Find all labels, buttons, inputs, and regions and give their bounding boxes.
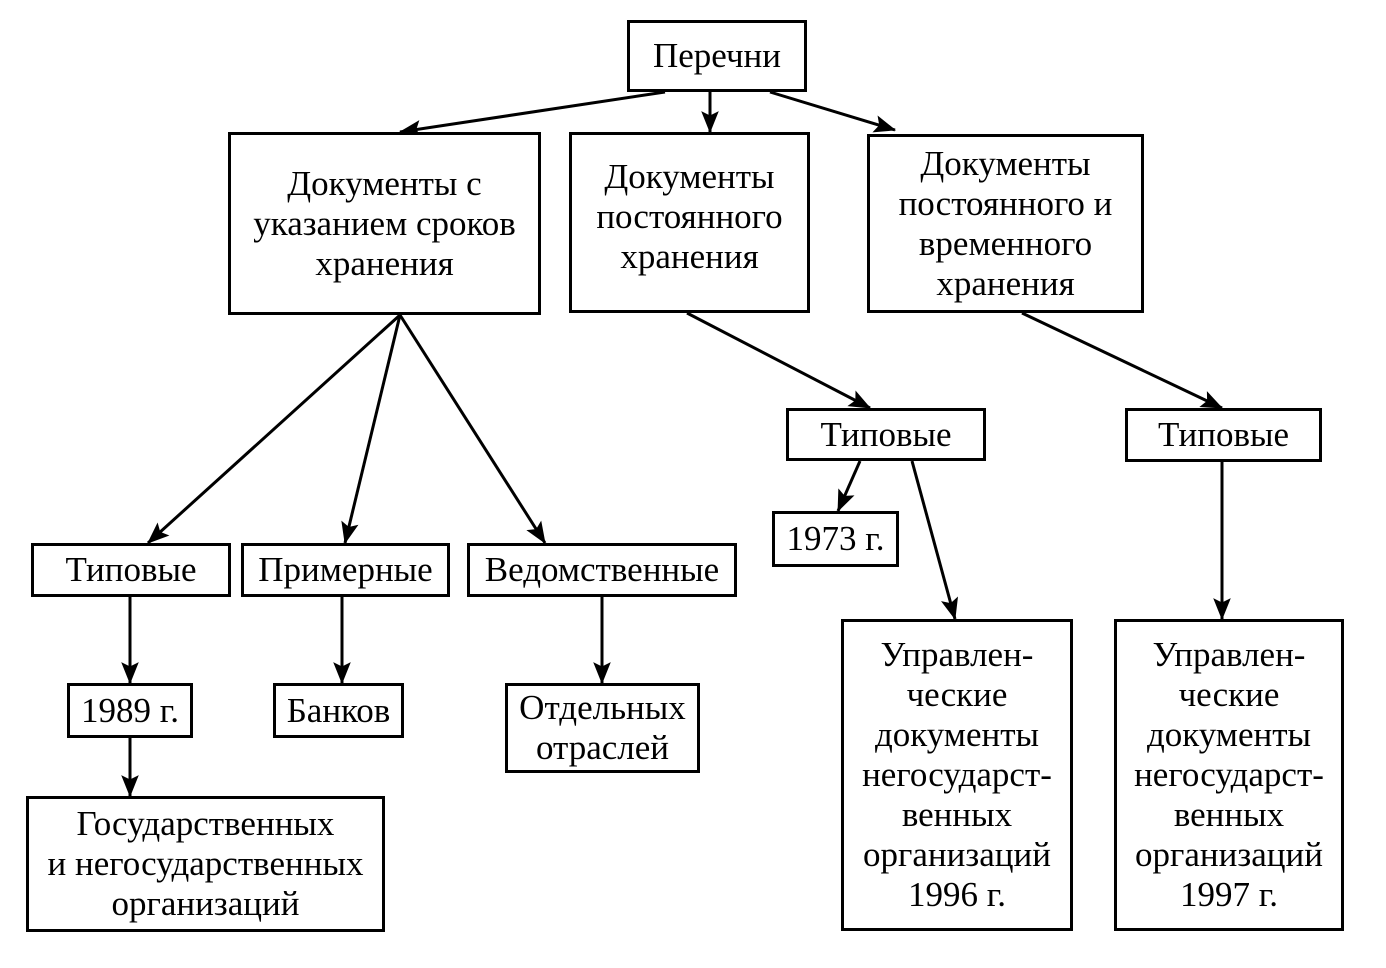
arrow-middle-typical-to-1996	[910, 460, 959, 621]
node-left-typical: Типовые	[31, 543, 231, 597]
node-right-typical-1997: Управлен- ческие документы негосударст- …	[1114, 619, 1344, 931]
node-left-departmental-label: Ведомственные	[484, 550, 720, 589]
arrow-right-to-typical	[1021, 311, 1223, 410]
arrow-left-to-sample	[341, 314, 402, 545]
node-left-label: Документы с указанием сроков хранения	[253, 163, 516, 283]
node-right-typical-label: Типовые	[1157, 415, 1290, 454]
node-middle-typical-1996-label: Управлен- ческие документы негосударст- …	[862, 635, 1052, 914]
node-right-typical-1997-label: Управлен- ческие документы негосударст- …	[1134, 635, 1324, 914]
node-left-sample-label: Примерные	[258, 550, 433, 589]
arrow-middle-typical-to-1973	[836, 460, 862, 513]
node-middle-typical: Типовые	[786, 408, 986, 461]
node-root: Перечни	[627, 20, 807, 92]
node-middle-typical-1996: Управлен- ческие документы негосударст- …	[841, 619, 1073, 931]
node-right: Документы постоянного и временного хране…	[867, 134, 1144, 313]
node-left-departmental-scope-label: Отдельных отраслей	[519, 688, 686, 767]
node-left-sample-scope: Банков	[273, 683, 404, 738]
node-left-typical-scope: Государственных и негосударственных орга…	[26, 796, 385, 932]
arrow-left-to-typical	[146, 313, 402, 545]
node-left-typical-scope-label: Государственных и негосударственных орга…	[47, 804, 364, 923]
arrow-root-to-right	[769, 90, 897, 133]
node-middle: Документы постоянного хранения	[569, 132, 810, 313]
node-middle-label: Документы постоянного хранения	[596, 156, 783, 276]
node-left-typical-label: Типовые	[65, 550, 197, 589]
arrow-middle-to-typical	[686, 311, 871, 410]
node-left-departmental: Ведомственные	[467, 543, 737, 597]
node-middle-typical-label: Типовые	[820, 414, 952, 454]
node-right-label: Документы постоянного и временного хране…	[898, 143, 1113, 303]
node-left-departmental-scope: Отдельных отраслей	[505, 683, 700, 773]
node-root-label: Перечни	[652, 36, 782, 75]
node-middle-typical-1973-label: 1973 г.	[786, 519, 885, 558]
node-left-sample-scope-label: Банков	[286, 690, 391, 730]
arrow-root-to-left	[398, 90, 666, 138]
node-left-typical-year-label: 1989 г.	[81, 690, 179, 730]
node-middle-typical-1973: 1973 г.	[772, 511, 899, 567]
node-right-typical: Типовые	[1125, 408, 1322, 462]
node-left: Документы с указанием сроков хранения	[228, 132, 541, 315]
node-left-typical-year: 1989 г.	[67, 683, 193, 738]
node-left-sample: Примерные	[241, 543, 450, 597]
arrow-left-to-departmental	[398, 314, 547, 544]
